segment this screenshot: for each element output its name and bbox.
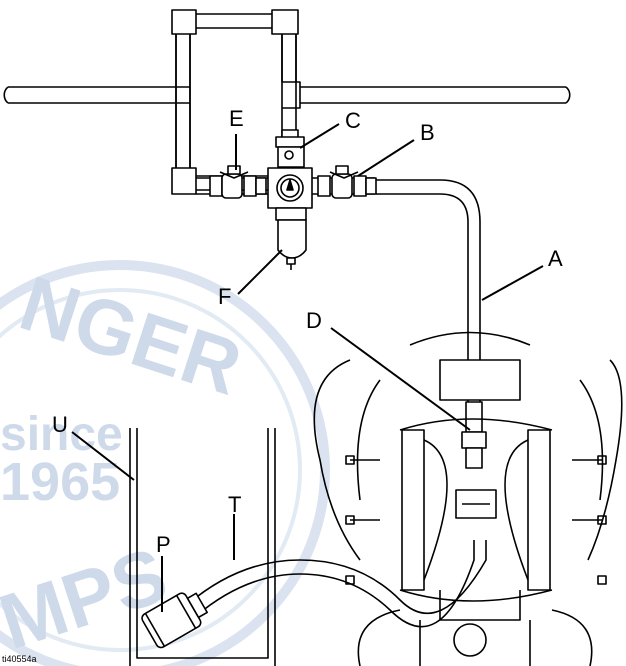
callout-p: P	[156, 532, 171, 557]
air-filter[interactable]	[275, 207, 307, 270]
figure-id: ti40554a	[2, 654, 37, 664]
bypass-loop-pipe	[171, 9, 299, 195]
watermark-text-since: since	[0, 408, 123, 461]
callout-labels: E C B A F D U T P	[52, 106, 563, 557]
callout-leaders	[71, 123, 544, 612]
air-supply-hose	[376, 179, 481, 402]
air-inlet-fitting[interactable]	[461, 401, 487, 469]
callout-t: T	[228, 492, 241, 517]
callout-d: D	[306, 308, 322, 333]
fluid-container	[129, 428, 276, 666]
bleed-valve-handle-b[interactable]	[329, 165, 359, 179]
valve-run-pipe	[196, 173, 377, 199]
callout-f: F	[218, 284, 231, 309]
diaphragm-pump	[313, 331, 623, 666]
callout-c: C	[345, 108, 361, 133]
suction-tube	[187, 540, 487, 628]
bleed-valve-handle-e[interactable]	[219, 165, 249, 179]
callout-e: E	[229, 106, 244, 131]
watermark-text-year: 1965	[0, 452, 120, 512]
callout-u: U	[52, 412, 68, 437]
watermark-text-top: NGER	[10, 258, 252, 411]
air-regulator[interactable]	[267, 129, 313, 209]
callout-a: A	[548, 246, 563, 271]
air-header-pipe	[3, 81, 571, 109]
callout-b: B	[420, 120, 435, 145]
inlet-strainer	[141, 592, 208, 649]
